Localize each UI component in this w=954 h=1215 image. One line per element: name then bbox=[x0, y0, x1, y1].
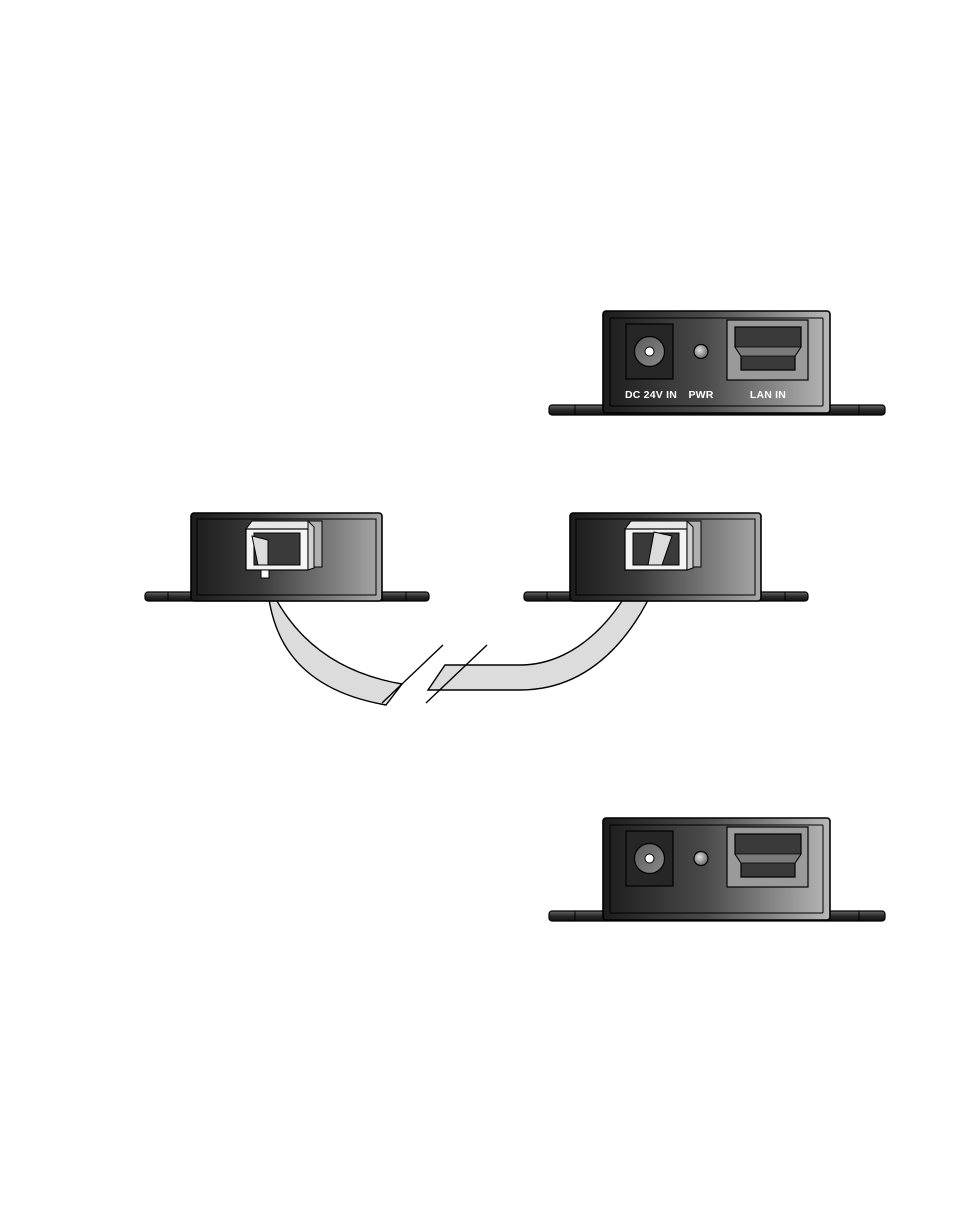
power-led bbox=[694, 345, 708, 359]
cable-break-mark-left bbox=[382, 645, 443, 703]
dc-input-label: DC 24V IN bbox=[625, 389, 677, 401]
lan-input-label: LAN IN bbox=[750, 389, 786, 401]
middle-left-device bbox=[145, 513, 429, 601]
dc-power-jack bbox=[626, 324, 673, 379]
bottom-dc-power-jack bbox=[626, 831, 673, 886]
bottom-device bbox=[549, 818, 885, 921]
bottom-power-led bbox=[694, 852, 708, 866]
top-device: DC 24V IN PWR LAN IN bbox=[549, 311, 885, 415]
bottom-lan-port bbox=[727, 827, 808, 887]
middle-right-device bbox=[524, 513, 808, 601]
power-led-label: PWR bbox=[688, 389, 713, 401]
lan-port bbox=[727, 320, 808, 380]
